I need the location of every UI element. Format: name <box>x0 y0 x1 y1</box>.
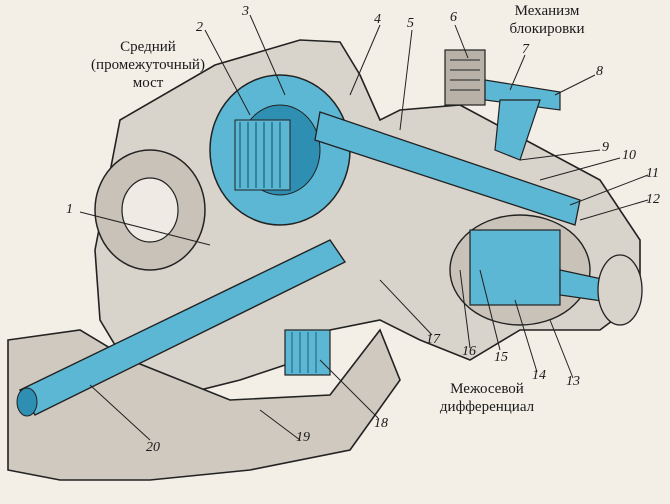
callout-10: 10 <box>622 148 636 163</box>
callout-14: 14 <box>532 368 546 383</box>
callout-7: 7 <box>522 42 529 57</box>
left-flange <box>94 149 206 271</box>
upper-gear <box>209 74 351 226</box>
interaxle-differential-label: Межосевой дифференциал <box>412 380 562 416</box>
callout-8: 8 <box>596 64 603 79</box>
middle-axle-label: Средний (промежуточный) мост <box>78 38 218 92</box>
callout-11: 11 <box>646 166 659 181</box>
middle-axle-line-3: мост <box>132 75 164 91</box>
callout-18: 18 <box>374 416 388 431</box>
lock-mechanism-line-1: Механизм <box>514 3 580 19</box>
upper-shaft <box>314 111 581 226</box>
callout-6: 6 <box>450 10 457 25</box>
middle-axle-line-2: (промежуточный) <box>91 57 205 73</box>
interaxle-differential-drawing <box>449 214 643 326</box>
interaxle-diff-line-1: Межосевой <box>450 381 524 397</box>
callout-19: 19 <box>296 430 310 445</box>
callout-5: 5 <box>407 16 414 31</box>
callout-13: 13 <box>566 374 580 389</box>
callout-12: 12 <box>646 192 660 207</box>
callout-1: 1 <box>66 202 73 217</box>
callout-2: 2 <box>196 20 203 35</box>
interaxle-diff-line-2: дифференциал <box>439 399 535 415</box>
lock-mechanism-drawing <box>444 49 561 161</box>
callout-9: 9 <box>602 140 609 155</box>
callout-20: 20 <box>146 440 160 455</box>
callout-15: 15 <box>494 350 508 365</box>
lower-shaft <box>16 239 347 417</box>
middle-axle-line-1: Средний <box>120 39 176 55</box>
lock-mechanism-line-2: блокировки <box>509 21 585 37</box>
leader-lines <box>79 14 649 441</box>
lower-gear <box>284 329 331 376</box>
lock-mechanism-label: Механизм блокировки <box>482 2 612 38</box>
callout-16: 16 <box>462 344 476 359</box>
callout-17: 17 <box>426 332 440 347</box>
callout-3: 3 <box>242 4 249 19</box>
callout-4: 4 <box>374 12 381 27</box>
